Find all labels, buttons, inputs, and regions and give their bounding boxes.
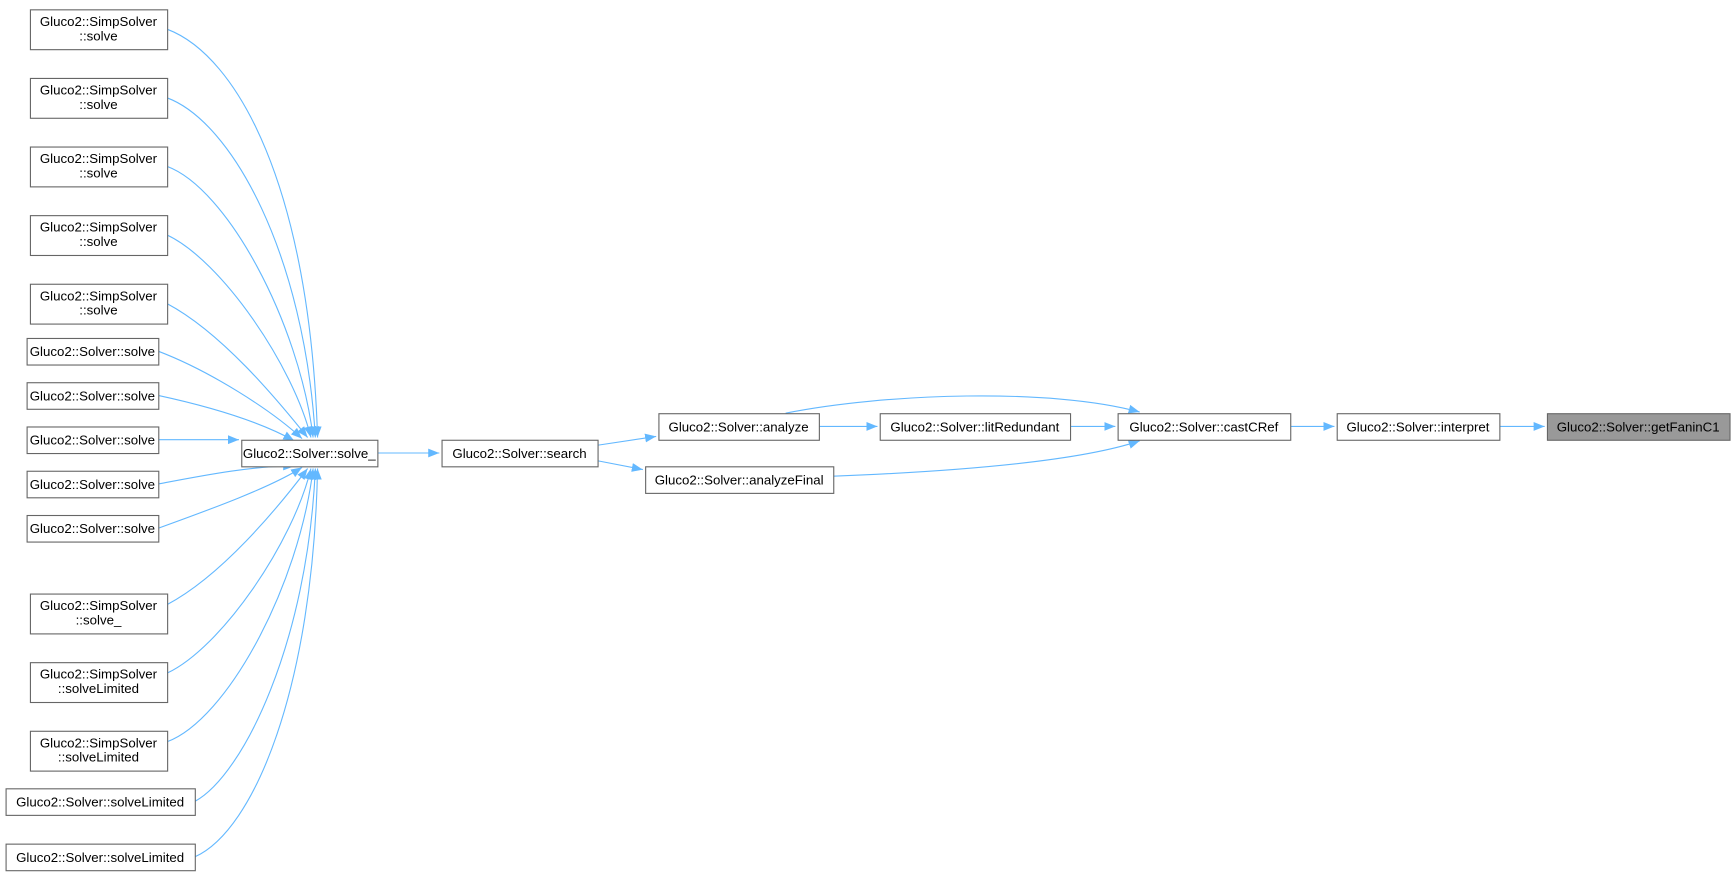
node-label: ::solveLimited xyxy=(58,750,139,765)
call-edge-s2-to-solve_ xyxy=(158,394,295,442)
node-label: Gluco2::Solver::solve xyxy=(30,433,155,448)
function-node[interactable]: Gluco2::Solver::solveLimited xyxy=(5,788,196,816)
current-function-node: Gluco2::Solver::getFaninC1 xyxy=(1546,413,1731,441)
node-box xyxy=(29,593,169,635)
node-box xyxy=(879,413,1072,441)
call-edge-ss4-to-solve_ xyxy=(166,234,313,438)
node-label: Gluco2::Solver::litRedundant xyxy=(890,419,1059,434)
function-node[interactable]: Gluco2::Solver::analyzeFinal xyxy=(645,466,835,494)
node-box xyxy=(29,9,169,51)
node-box xyxy=(1546,413,1731,441)
call-edge-ss1-to-solve_ xyxy=(166,28,322,438)
node-label: Gluco2::SimpSolver xyxy=(40,151,158,166)
node-label: Gluco2::Solver::analyze xyxy=(669,419,809,434)
function-node[interactable]: Gluco2::Solver::solveLimited xyxy=(5,843,196,872)
node-label: ::solve xyxy=(79,28,117,43)
call-edge-ss3-to-solve_ xyxy=(166,165,317,438)
node-box xyxy=(1117,413,1292,441)
node-label: Gluco2::Solver::search xyxy=(452,446,586,461)
function-node[interactable]: Gluco2::Solver::solve xyxy=(26,470,160,499)
function-node[interactable]: Gluco2::SimpSolver::solve xyxy=(29,77,169,119)
call-edge-sl1-to-solve_ xyxy=(194,468,320,803)
node-box xyxy=(29,662,169,704)
node-label: Gluco2::Solver::solve xyxy=(30,477,155,492)
call-edge-s1-to-solve_ xyxy=(158,350,303,440)
node-label: Gluco2::Solver::solve xyxy=(30,344,155,359)
node-label: ::solve_ xyxy=(76,612,122,627)
function-node[interactable]: Gluco2::Solver::solve xyxy=(26,337,160,366)
node-label: Gluco2::Solver::solveLimited xyxy=(16,795,184,810)
node-box xyxy=(29,146,169,188)
node-box xyxy=(29,77,169,119)
call-edge-sl2-to-solve_ xyxy=(194,468,322,858)
function-node[interactable]: Gluco2::SimpSolver::solve xyxy=(29,9,169,51)
function-node[interactable]: Gluco2::SimpSolver::solve_ xyxy=(29,593,169,635)
function-node[interactable]: Gluco2::SimpSolver::solveLimited xyxy=(29,662,169,704)
node-box xyxy=(26,426,160,455)
node-label: Gluco2::Solver::interpret xyxy=(1346,419,1489,434)
node-label: Gluco2::SimpSolver xyxy=(40,288,158,303)
node-label: Gluco2::SimpSolver xyxy=(40,667,158,682)
function-node[interactable]: Gluco2::SimpSolver::solve xyxy=(29,215,169,257)
function-node[interactable]: Gluco2::SimpSolver::solve xyxy=(29,283,169,325)
call-edge-s4-to-solve_ xyxy=(158,461,295,485)
node-label: Gluco2::Solver::solve xyxy=(30,388,155,403)
node-label: Gluco2::SimpSolver xyxy=(40,598,158,613)
call-edge-ssl2-to-solve_ xyxy=(166,468,317,743)
call-edge-ssu-to-solve_ xyxy=(166,468,309,606)
node-box xyxy=(1336,413,1501,441)
call-edge-analyzeFinal-to-castCRef xyxy=(833,440,1140,477)
node-label: ::solveLimited xyxy=(58,681,139,696)
node-label: ::solve xyxy=(79,303,117,318)
function-node[interactable]: Gluco2::SimpSolver::solve xyxy=(29,146,169,188)
function-node[interactable]: Gluco2::Solver::solve xyxy=(26,382,160,410)
node-label: Gluco2::SimpSolver xyxy=(40,14,158,29)
function-node[interactable]: Gluco2::Solver::search xyxy=(441,439,599,468)
function-node[interactable]: Gluco2::Solver::analyze xyxy=(658,413,820,441)
node-label: Gluco2::SimpSolver xyxy=(40,220,158,235)
call-edge-ssl1-to-solve_ xyxy=(166,468,313,674)
node-box xyxy=(26,337,160,366)
function-node[interactable]: Gluco2::Solver::solve xyxy=(26,514,160,543)
node-box xyxy=(241,439,379,468)
function-node[interactable]: Gluco2::Solver::interpret xyxy=(1336,413,1501,441)
call-edge-search-to-analyzeFinal xyxy=(597,460,643,472)
call-edge-s5-to-solve_ xyxy=(158,466,303,529)
node-label: Gluco2::SimpSolver xyxy=(40,735,158,750)
node-box xyxy=(26,382,160,410)
node-label: ::solve xyxy=(79,234,117,249)
call-edge-search-to-analyze xyxy=(597,433,657,446)
node-label: Gluco2::Solver::analyzeFinal xyxy=(655,473,824,488)
node-box xyxy=(29,215,169,257)
call-edge-ss5-to-solve_ xyxy=(166,303,309,438)
node-box xyxy=(5,843,196,872)
node-label: Gluco2::SimpSolver xyxy=(40,82,158,97)
node-label: Gluco2::Solver::solveLimited xyxy=(16,850,184,865)
node-box xyxy=(658,413,820,441)
function-node[interactable]: Gluco2::Solver::solve_ xyxy=(241,439,379,468)
function-node[interactable]: Gluco2::Solver::castCRef xyxy=(1117,413,1292,441)
node-label: Gluco2::Solver::castCRef xyxy=(1129,419,1278,434)
function-node[interactable]: Gluco2::SimpSolver::solveLimited xyxy=(29,730,169,772)
node-label: Gluco2::Solver::solve_ xyxy=(243,446,376,461)
node-box xyxy=(5,788,196,816)
function-node[interactable]: Gluco2::Solver::solve xyxy=(26,426,160,455)
node-label: ::solve xyxy=(79,165,117,180)
node-box xyxy=(26,514,160,543)
call-edge-ss2-to-solve_ xyxy=(166,97,320,438)
node-box xyxy=(29,730,169,772)
node-box xyxy=(441,439,599,468)
node-box xyxy=(29,283,169,325)
node-label: Gluco2::Solver::getFaninC1 xyxy=(1557,419,1720,434)
node-box xyxy=(645,466,835,494)
node-label: ::solve xyxy=(79,97,117,112)
node-box xyxy=(26,470,160,499)
call-edge-analyze-to-castCRef xyxy=(785,395,1140,414)
node-label: Gluco2::Solver::solve xyxy=(30,521,155,536)
function-node[interactable]: Gluco2::Solver::litRedundant xyxy=(879,413,1072,441)
